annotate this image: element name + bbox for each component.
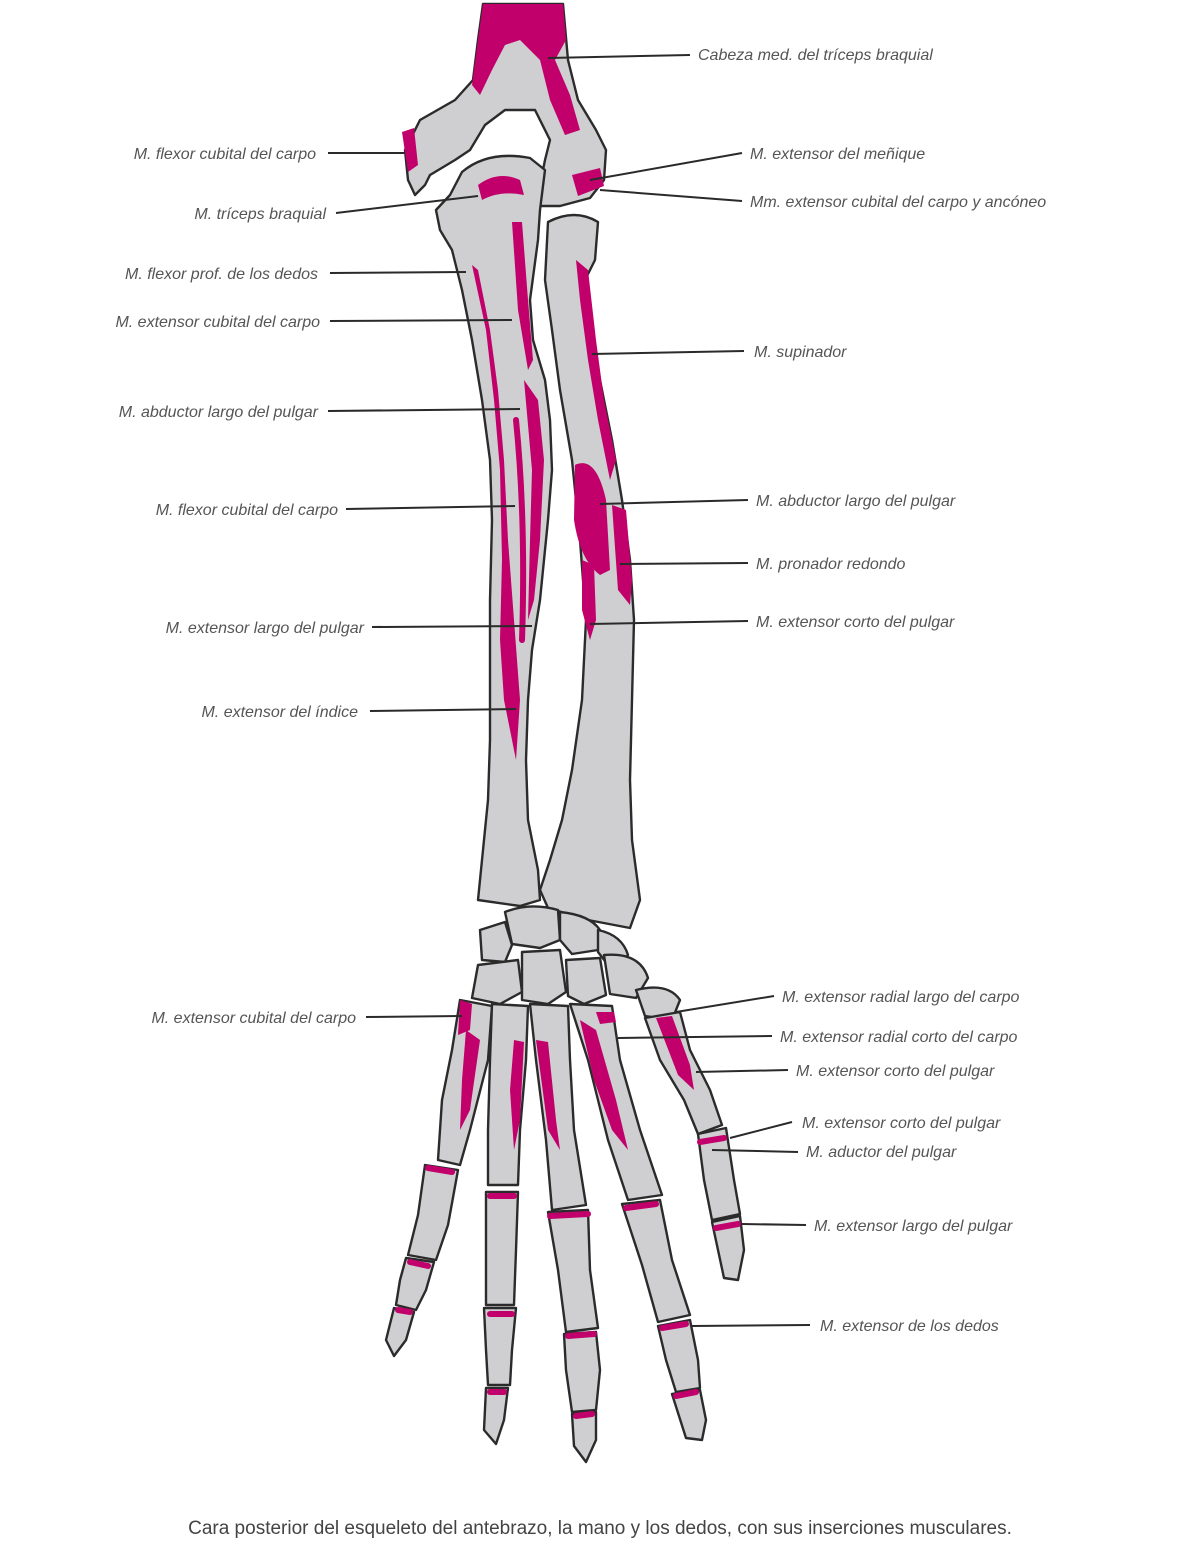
metacarpals [436,998,724,1212]
radius [538,213,642,930]
label-triceps-braquial: M. tríceps braquial [194,206,326,223]
label-extensor-corto-pulgar-hand-1: M. extensor corto del pulgar [796,1063,995,1080]
label-extensor-indice: M. extensor del índice [201,704,358,721]
label-extensor-corto-pulgar-hand-2: M. extensor corto del pulgar [802,1115,1001,1132]
label-flexor-cubital-carpo-lower: M. flexor cubital del carpo [156,502,338,519]
figure-caption: Cara posterior del esqueleto del antebra… [188,1518,1012,1539]
label-extensor-cubital-anconeo: Mm. extensor cubital del carpo y ancóneo [750,194,1046,211]
label-aductor-pulgar: M. aductor del pulgar [806,1144,957,1161]
label-flexor-cubital-carpo-upper: M. flexor cubital del carpo [134,146,316,163]
label-extensor-cubital-carpo-upper: M. extensor cubital del carpo [115,314,320,331]
label-extensor-menique: M. extensor del meñique [750,146,925,163]
label-cabeza-med-triceps: Cabeza med. del tríceps braquial [698,47,933,64]
carpal-bones [470,905,682,1022]
label-extensor-radial-corto-carpo: M. extensor radial corto del carpo [780,1029,1018,1046]
humerus [402,2,608,208]
label-pronador-redondo: M. pronador redondo [756,556,906,573]
label-flexor-prof-dedos: M. flexor prof. de los dedos [125,266,318,283]
label-extensor-corto-pulgar-forearm: M. extensor corto del pulgar [756,614,955,631]
label-abductor-largo-pulgar-right: M. abductor largo del pulgar [756,493,956,510]
label-supinador: M. supinador [754,344,847,361]
label-extensor-dedos: M. extensor de los dedos [820,1318,999,1335]
label-abductor-largo-pulgar-left: M. abductor largo del pulgar [119,404,319,421]
leader-lines [327,54,811,1327]
label-extensor-radial-largo-carpo: M. extensor radial largo del carpo [782,989,1020,1006]
label-extensor-largo-pulgar-left: M. extensor largo del pulgar [166,620,365,637]
label-extensor-cubital-carpo-hand: M. extensor cubital del carpo [151,1010,356,1027]
phalanges [384,1126,746,1464]
label-extensor-largo-pulgar-right: M. extensor largo del pulgar [814,1218,1013,1235]
ulna [434,154,554,908]
labels-right: Cabeza med. del tríceps braquial M. exte… [698,47,1046,1335]
labels-left: M. flexor cubital del carpo M. tríceps b… [115,146,364,1027]
